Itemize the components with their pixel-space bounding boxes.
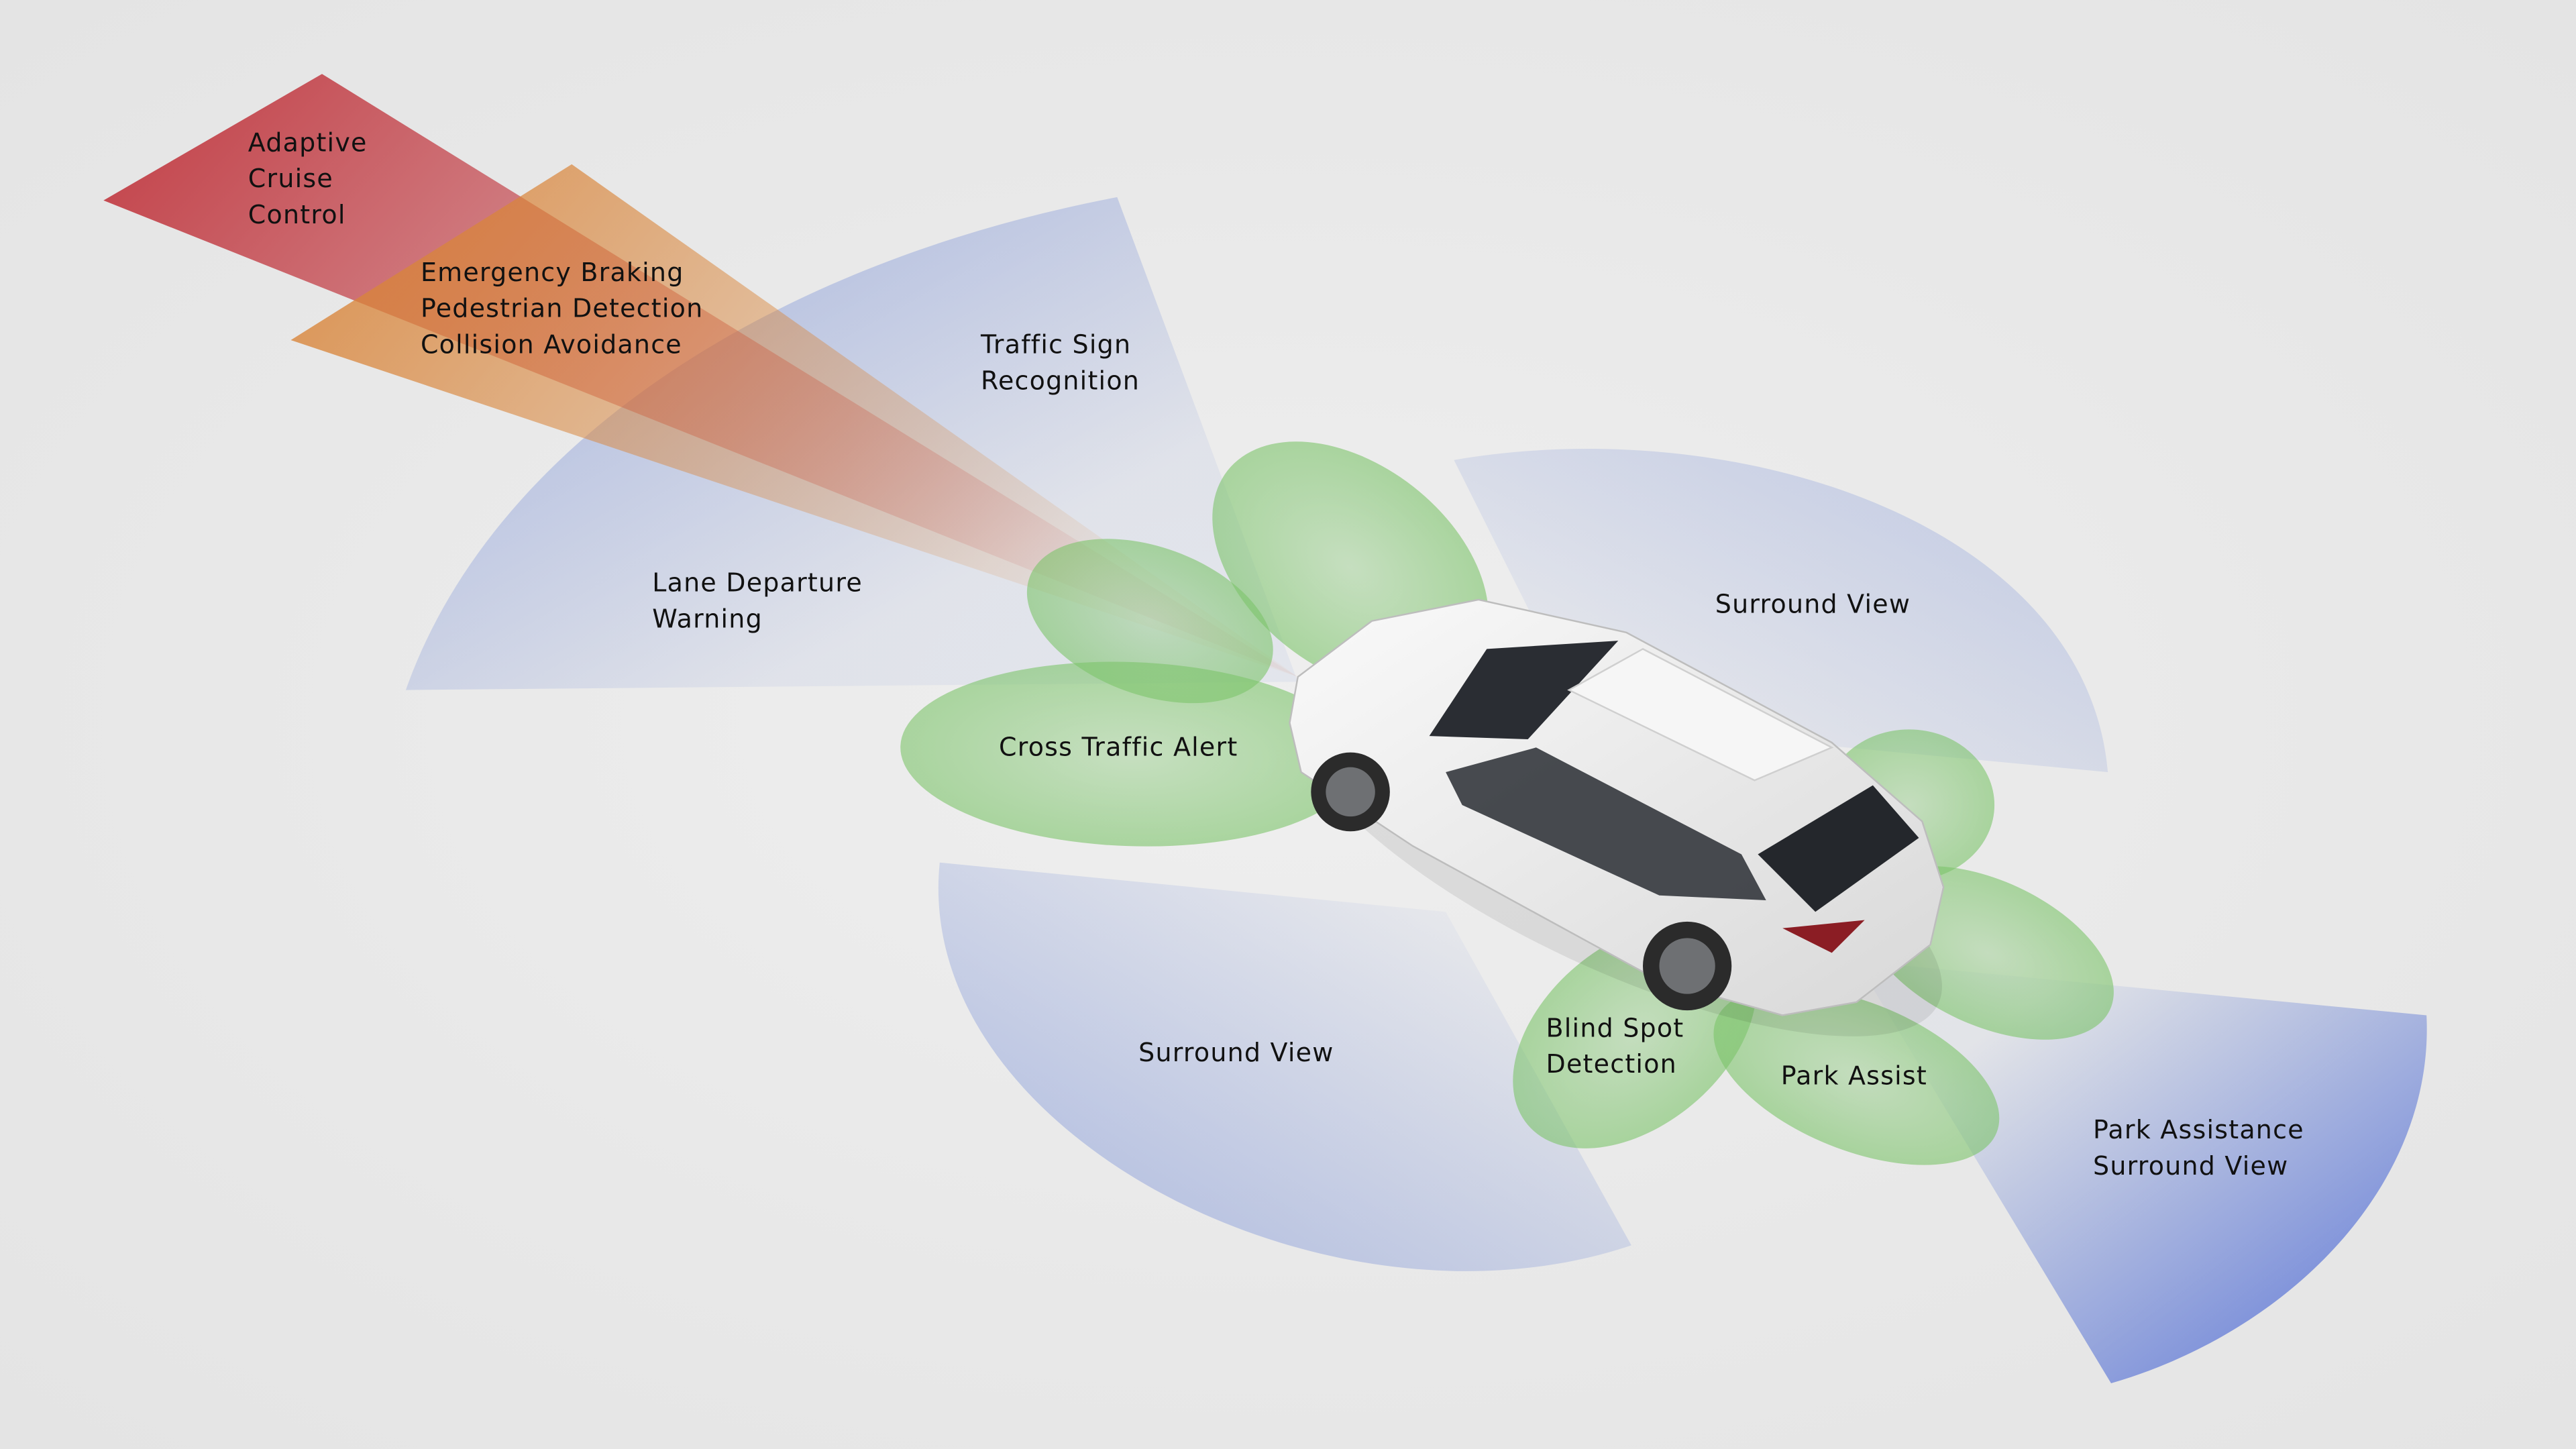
label-blind-spot-detection: Blind Spot Detection — [1546, 1010, 1684, 1083]
label-line: Collision Avoidance — [420, 330, 682, 360]
label-line: Cruise — [248, 164, 333, 194]
label-line: Detection — [1546, 1049, 1677, 1079]
label-line: Surround View — [1138, 1038, 1334, 1068]
label-line: Lane Departure — [652, 568, 863, 598]
label-line: Park Assistance — [2093, 1115, 2304, 1145]
label-line: Surround View — [2093, 1151, 2289, 1181]
ultrasonic-zone — [1026, 539, 1273, 704]
label-line: Adaptive — [248, 128, 368, 158]
label-cross-traffic-alert: Cross Traffic Alert — [999, 729, 1238, 765]
label-line: Park Assist — [1780, 1061, 1928, 1091]
label-surround-view-bottom: Surround View — [1138, 1035, 1334, 1071]
label-emergency-braking: Emergency Braking Pedestrian Detection C… — [421, 255, 703, 364]
camera-zone-rear — [1856, 961, 2427, 1384]
label-surround-view-right: Surround View — [1715, 586, 1911, 623]
label-line: Recognition — [981, 366, 1140, 396]
mid-range-radar-beam — [290, 164, 1298, 677]
label-park-assistance-surround-view: Park Assistance Surround View — [2093, 1112, 2304, 1185]
label-line: Traffic Sign — [981, 330, 1132, 360]
label-line: Surround View — [1715, 590, 1911, 620]
ultrasonic-zone — [1713, 987, 2000, 1165]
label-line: Blind Spot — [1546, 1014, 1684, 1044]
label-adaptive-cruise-control: Adaptive Cruise Control — [248, 125, 368, 233]
label-line: Emergency Braking — [420, 258, 684, 288]
camera-zone-surround-left — [938, 862, 1631, 1271]
ultrasonic-zone — [900, 661, 1360, 847]
label-line: Pedestrian Detection — [420, 294, 704, 324]
car-illustration — [1289, 598, 1945, 1036]
label-traffic-sign-recognition: Traffic Sign Recognition — [981, 327, 1140, 399]
label-line: Cross Traffic Alert — [998, 733, 1238, 763]
label-line: Warning — [652, 604, 763, 635]
label-park-assist: Park Assist — [1781, 1058, 1927, 1094]
label-line: Control — [248, 200, 346, 230]
label-lane-departure-warning: Lane Departure Warning — [652, 565, 863, 637]
